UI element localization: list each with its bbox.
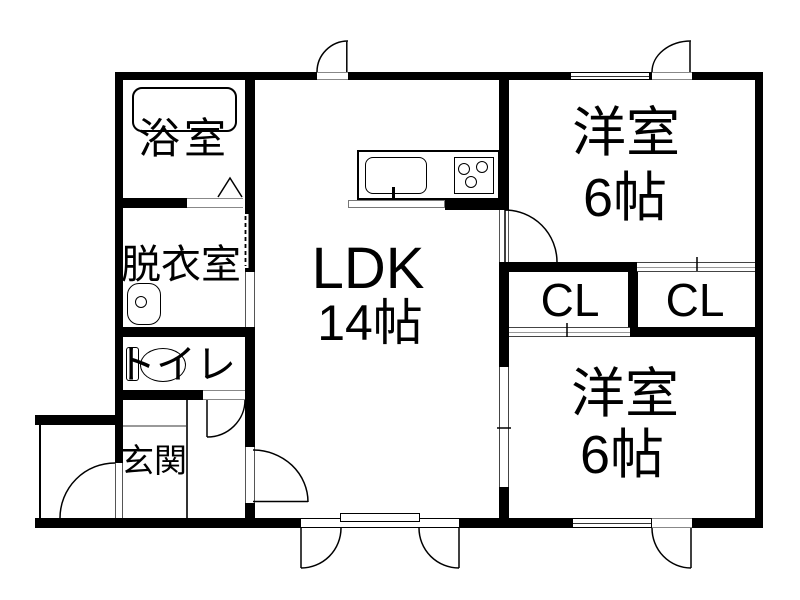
washbasin-drain-icon — [135, 296, 147, 308]
bathroom-door-opening — [187, 198, 243, 208]
bedroom-bottom-door-opening — [652, 518, 692, 528]
porch-edge-line — [39, 425, 41, 518]
ldk-size-label: 14帖 — [317, 295, 423, 351]
terrace-door-left-swing — [300, 527, 342, 569]
bedroom-top-size-label: 6帖 — [582, 168, 668, 228]
toilet-door-swing — [206, 399, 246, 438]
wall-top — [115, 72, 763, 80]
wall-closet-middle — [628, 272, 638, 327]
bedroom-top-door-swing — [651, 40, 692, 73]
ldk-bedroom-top-door-swing — [504, 209, 558, 263]
bedroom-top-label: 洋室 — [572, 103, 680, 163]
bedroom-bottom-window — [572, 518, 652, 528]
ldk-terrace-double-door-center — [340, 513, 420, 522]
ldk-bedroom-bottom-sliding-door — [499, 367, 509, 487]
entrance-door-swing — [59, 462, 116, 519]
wall-dressing-toilet — [115, 327, 255, 337]
entrance-hall-divider-line — [186, 400, 188, 518]
bathroom-label: 浴室 — [137, 115, 231, 162]
kitchen-sink-icon — [365, 157, 427, 194]
bedroom-bottom-door-swing — [651, 527, 692, 569]
stove-burner-icon — [458, 163, 470, 175]
bedroom-bottom-size-label: 6帖 — [579, 425, 665, 485]
toilet-bowl-icon — [140, 348, 186, 382]
wall-closet-top — [499, 262, 637, 272]
ldk-top-door-opening — [317, 72, 348, 80]
wall-kitchen-jog — [445, 200, 509, 210]
entrance-label: 玄関 — [121, 442, 187, 479]
ldk-top-door-swing — [316, 40, 349, 73]
stove-burner-icon — [465, 176, 477, 188]
wall-closet-left-side — [499, 262, 509, 367]
ldk-bedroom-top-door-opening — [499, 210, 509, 262]
wall-ldk-bedroom-top-upper — [499, 72, 509, 200]
bedroom-top-window — [570, 72, 650, 80]
dressing-room-door-opening — [245, 272, 255, 327]
kitchen-counter-edge — [348, 200, 445, 208]
entrance-door-opening — [115, 463, 123, 518]
bathtub-icon — [132, 87, 237, 132]
toilet-tank-icon — [126, 347, 139, 381]
wall-toilet-hall — [115, 390, 203, 400]
wall-sanitary-right-lower — [245, 327, 255, 447]
hall-ldk-door-swing — [252, 449, 309, 503]
bedroom-bottom-label: 洋室 — [571, 364, 679, 424]
wall-closet-bottom-right — [630, 327, 755, 337]
ldk-label: LDK — [311, 236, 425, 301]
wall-sanitary-right-upper — [245, 72, 255, 272]
closet-right-sliding-door — [637, 262, 755, 272]
bathroom-folding-door-icon — [217, 176, 243, 198]
bedroom-top-door-opening — [652, 72, 692, 80]
hall-ldk-door-opening — [245, 447, 255, 503]
entrance-step-line — [123, 425, 186, 427]
closet-left-label: CL — [540, 274, 600, 326]
terrace-door-right-swing — [418, 527, 460, 569]
dressing-room-pocket-door — [242, 214, 249, 268]
closet-left-sliding-door — [509, 327, 630, 337]
toilet-label: トイレ — [116, 343, 236, 387]
wall-ldk-bedroom-bottom-lower — [499, 487, 509, 518]
dressing-room-label: 脱衣室 — [121, 243, 241, 287]
wall-porch-top — [35, 415, 115, 425]
kitchen-faucet-icon — [392, 187, 395, 200]
wall-bath-dressing — [115, 198, 187, 208]
closet-right-label: CL — [665, 274, 725, 326]
wall-left — [115, 72, 123, 463]
wall-hall-right-stub — [245, 503, 255, 518]
toilet-door-opening — [203, 390, 245, 400]
stove-burner-icon — [476, 161, 488, 173]
wall-right — [755, 72, 763, 528]
